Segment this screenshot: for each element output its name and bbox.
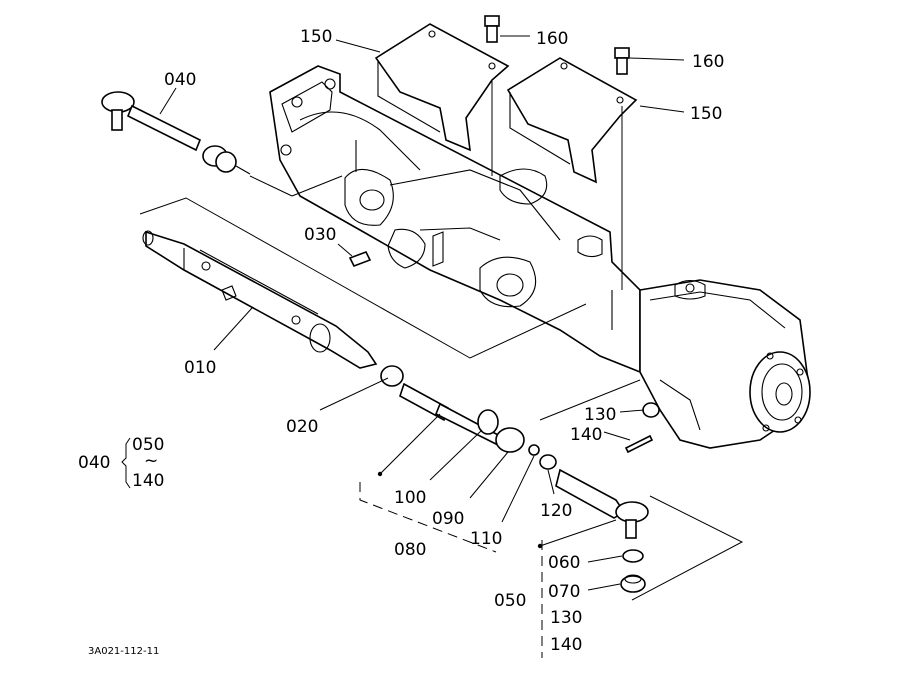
cover-150-right	[506, 57, 638, 184]
leader-lines	[121, 35, 744, 658]
label-050: 050	[494, 591, 526, 611]
kit-legend: 040 050 ~ 140	[78, 435, 164, 491]
label-010: 010	[184, 358, 216, 378]
label-140-left: 140	[570, 425, 602, 445]
nut-060	[622, 549, 644, 563]
bolt-160-right	[614, 47, 630, 75]
label-040: 040	[164, 70, 196, 90]
legend-tilde: ~	[144, 451, 158, 471]
part-labels: 150 160 160 150 040 030 010 020 130 140 …	[164, 27, 724, 655]
label-130-left: 130	[584, 405, 616, 425]
label-160-top: 160	[536, 29, 568, 49]
label-140-stack: 140	[550, 635, 582, 655]
tie-rod-040	[101, 91, 251, 175]
bolt-030	[348, 250, 372, 268]
cover-150-left	[374, 23, 510, 152]
label-060: 060	[548, 553, 580, 573]
drawing-code: 3A021-112-11	[88, 646, 159, 657]
legend-to: 140	[132, 471, 164, 491]
label-090: 090	[432, 509, 464, 529]
power-steering-cylinder	[142, 230, 378, 369]
label-030: 030	[304, 225, 336, 245]
label-020: 020	[286, 417, 318, 437]
tie-rod-end-050	[555, 468, 649, 539]
axle-housing	[269, 65, 641, 374]
label-080: 080	[394, 540, 426, 560]
label-130-stack: 130	[550, 608, 582, 628]
bolt-160-top	[484, 15, 500, 43]
label-070: 070	[548, 582, 580, 602]
legend-parent: 040	[78, 453, 110, 473]
label-150-right: 150	[690, 104, 722, 124]
gear-case-hub	[639, 279, 811, 449]
label-160-right: 160	[692, 52, 724, 72]
leader-dots	[377, 471, 543, 549]
label-110: 110	[470, 529, 502, 549]
label-150-top: 150	[300, 27, 332, 47]
boot-070	[620, 574, 646, 593]
ball-joint-080-parts	[380, 365, 660, 470]
label-120: 120	[540, 501, 572, 521]
label-100: 100	[394, 488, 426, 508]
legend-from: 050	[132, 435, 164, 455]
